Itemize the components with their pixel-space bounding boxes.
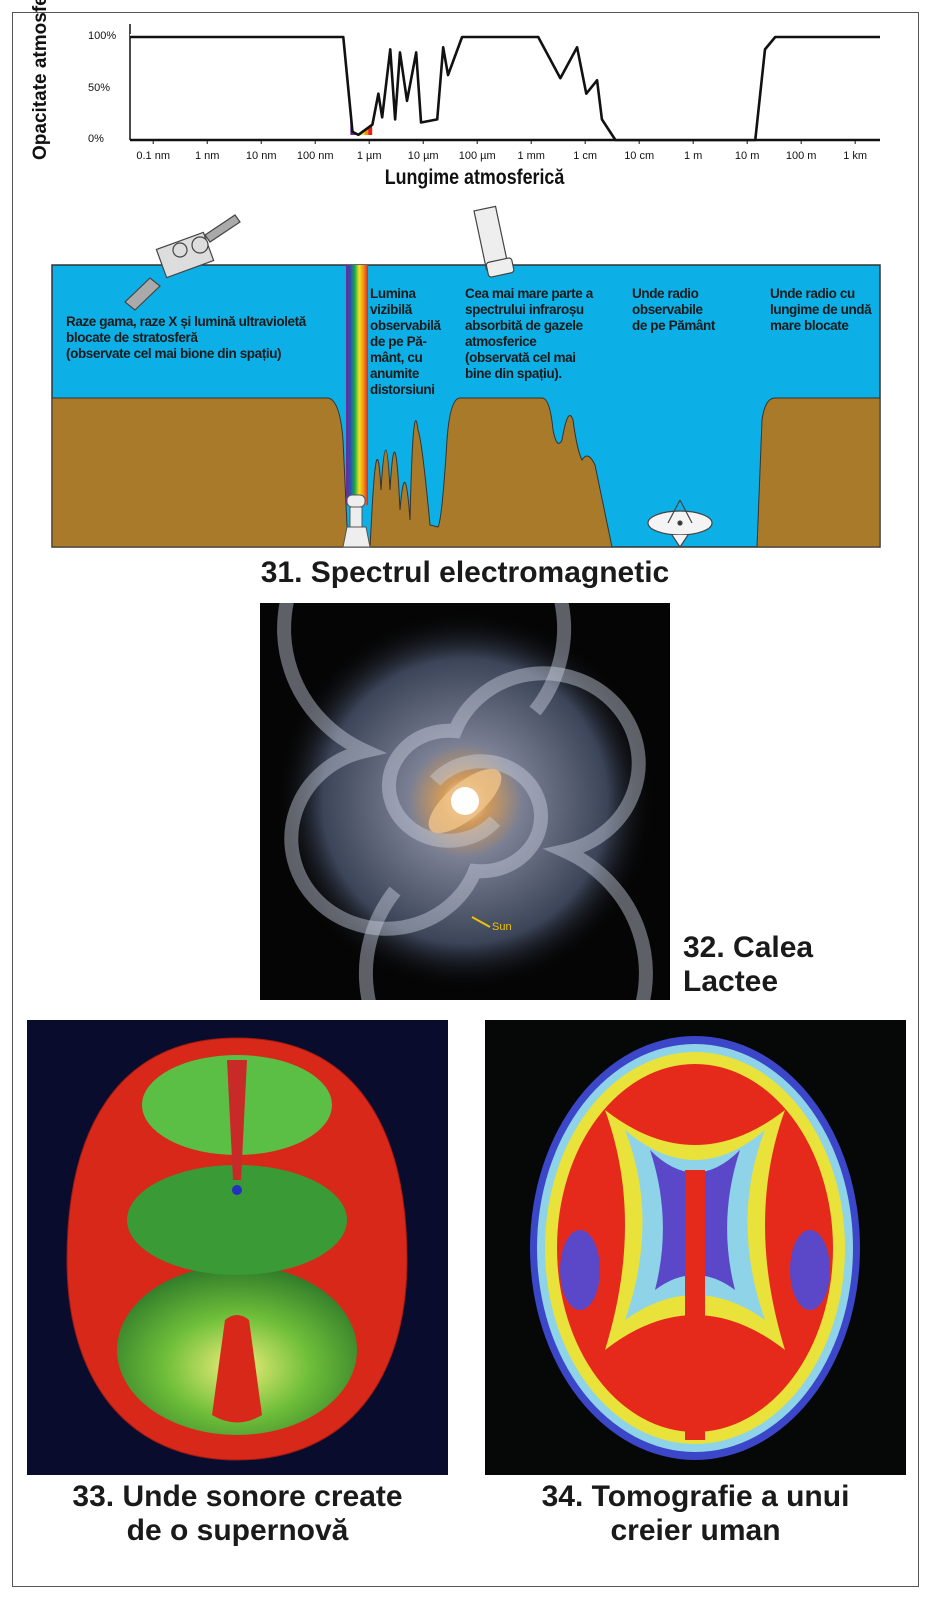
figure-33-caption: 33. Unde sonore create de o supernovă xyxy=(27,1480,448,1548)
sky-label-line: distorsiuni xyxy=(370,382,435,397)
figure-34-caption: 34. Tomografie a unui creier uman xyxy=(485,1480,906,1548)
sky-label-line: mânt, cu xyxy=(370,350,423,365)
sky-label-line: Lumina xyxy=(370,286,416,301)
space-telescope-icon xyxy=(473,205,515,278)
caption-line: Lactee xyxy=(683,965,779,998)
x-tick-label: 100 nm xyxy=(296,150,334,162)
galaxy-illustration xyxy=(275,603,655,1000)
x-tick-label: 1 mm xyxy=(517,150,545,162)
sky-label-line: Unde radio cu xyxy=(770,286,855,301)
sky-label-line: de pe Pământ xyxy=(632,318,715,333)
opacity-curve xyxy=(130,35,880,142)
sky-label-line: de pe Pă- xyxy=(370,334,427,349)
sky-label-gamma: Raze gama, raze X și lumină ultravioletă… xyxy=(66,314,306,362)
caption-line: 34. Tomografie a unui xyxy=(541,1480,850,1513)
caption-line: 33. Unde sonore create xyxy=(72,1480,403,1513)
x-tick-label: 10 m xyxy=(734,150,760,162)
opacity-chart xyxy=(129,24,880,144)
x-tick-label: 1 m xyxy=(684,150,703,162)
x-tick-label: 100 m xyxy=(785,150,817,162)
figure-32-caption: 32. Calea Lactee xyxy=(683,931,813,999)
satellite-icon xyxy=(124,214,241,311)
x-tick-label: 1 cm xyxy=(573,150,598,162)
sky-label-line: blocate de stratosferă xyxy=(66,330,198,345)
y-tick-label: 100% xyxy=(88,30,117,42)
figure-31-caption: 31. Spectrul electromagnetic xyxy=(260,556,670,589)
brain-scan-illustration xyxy=(530,1036,860,1460)
visible-light-rainbow xyxy=(346,265,368,505)
spectrum-diagram xyxy=(51,205,881,549)
caption-line: 32. Calea xyxy=(683,931,814,964)
brain-scan-image xyxy=(485,1020,906,1475)
x-tick-label: 1 µm xyxy=(356,150,382,162)
x-axis-label: Lungime atmosferică xyxy=(384,166,565,189)
radio-dish-icon xyxy=(647,499,713,549)
sky-label-line: anumite xyxy=(370,366,419,381)
curve-mask xyxy=(130,34,880,140)
sky-label-line: Cea mai mare parte a xyxy=(465,286,593,301)
sky-label-line: spectrului infraroșu xyxy=(465,302,584,317)
sky-label-line: bine din spațiu). xyxy=(465,366,562,381)
x-tick-label: 10 µm xyxy=(407,150,439,162)
caption-line: de o supernovă xyxy=(126,1514,349,1547)
x-tick-label: 10 nm xyxy=(245,150,277,162)
y-tick-label: 50% xyxy=(88,81,111,94)
sky-label-line: (observată cel mai xyxy=(465,350,576,365)
page-frame xyxy=(12,12,919,1587)
sky-label-line: mare blocate xyxy=(770,318,849,333)
supernova-illustration xyxy=(66,1037,408,1461)
x-tick-label: 1 nm xyxy=(194,150,220,162)
y-tick-label: 0% xyxy=(88,133,104,145)
x-tick-label: 0.1 nm xyxy=(136,150,171,162)
x-tick-label: 10 cm xyxy=(624,150,655,162)
supernova-image xyxy=(27,1020,448,1475)
sun-label: Sun xyxy=(492,921,512,933)
sky-label-line: observabile xyxy=(632,302,703,317)
x-tick-label: 1 km xyxy=(843,150,868,162)
sky-label-line: (observate cel mai bione din spațiu) xyxy=(66,346,282,361)
sky-label-line: atmosferice xyxy=(465,334,537,349)
sky-label-line: Unde radio xyxy=(632,286,699,301)
x-tick-label: 100 µm xyxy=(458,150,496,162)
caption-line: creier uman xyxy=(610,1514,781,1547)
sky-label-line: Raze gama, raze X și lumină ultravioletă xyxy=(66,314,306,329)
sky-label-line: vizibilă xyxy=(370,302,412,317)
sky-label-line: absorbită de gazele xyxy=(465,318,583,333)
ground-telescope-icon xyxy=(342,494,371,548)
milky-way-image: Sun xyxy=(260,603,670,1000)
sky-label-line: lungime de undă xyxy=(770,302,872,317)
sky-label-line: observabilă xyxy=(370,318,441,333)
ground-terrain xyxy=(51,397,881,548)
